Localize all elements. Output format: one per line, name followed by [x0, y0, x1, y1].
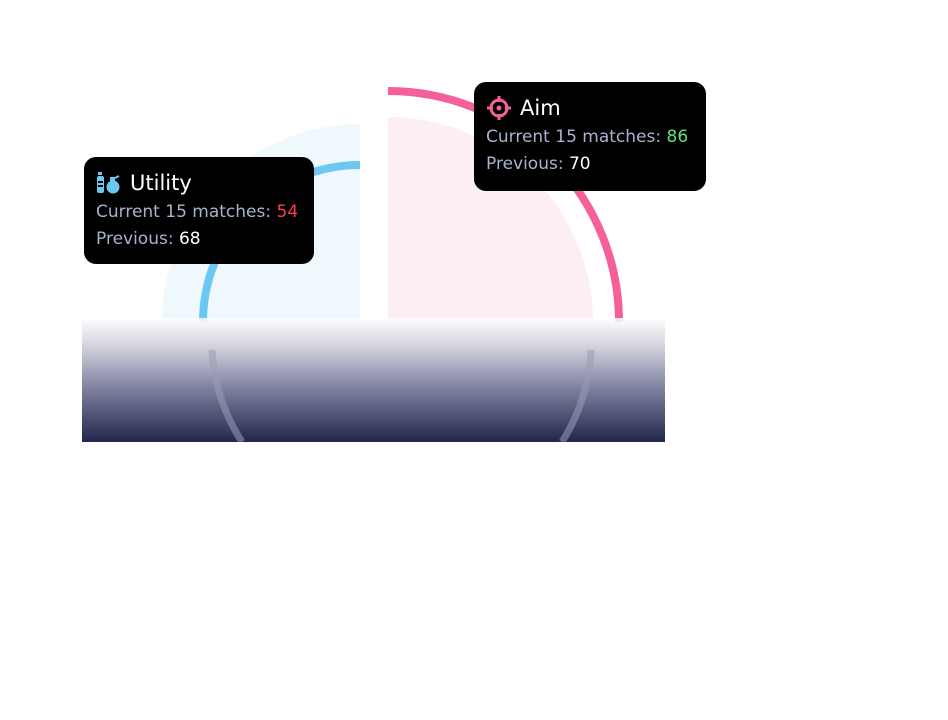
aim-fill-wedge[interactable] — [388, 117, 593, 322]
faded-lower-arcs — [208, 349, 595, 442]
aim-current-row: Current 15 matches: 86 — [486, 124, 694, 151]
aim-tooltip-header: Aim — [486, 92, 694, 124]
lower-arc-left — [208, 349, 245, 442]
utility-tooltip: Utility Current 15 matches: 54 Previous:… — [84, 157, 314, 264]
utility-previous-value: 68 — [178, 229, 201, 249]
utility-previous-label: Previous: — [96, 229, 174, 249]
utility-current-label: Current 15 matches: — [96, 202, 272, 222]
utility-current-row: Current 15 matches: 54 — [96, 199, 302, 226]
aim-previous-row: Previous: 70 — [486, 151, 694, 178]
crosshair-icon — [486, 95, 512, 121]
utility-current-value: 54 — [276, 202, 299, 222]
lower-arc-right — [559, 349, 595, 442]
aim-tooltip: Aim Current 15 matches: 86 Previous: 70 — [474, 82, 706, 191]
aim-tooltip-title: Aim — [520, 96, 561, 120]
grenade-utility-icon — [96, 170, 122, 196]
aim-previous-value: 70 — [568, 154, 591, 174]
aim-current-label: Current 15 matches: — [486, 127, 662, 147]
aim-current-value: 86 — [666, 127, 689, 147]
utility-previous-row: Previous: 68 — [96, 226, 302, 253]
utility-tooltip-title: Utility — [130, 171, 192, 195]
utility-tooltip-header: Utility — [96, 167, 302, 199]
chart-bottom-fade — [82, 318, 665, 442]
aim-previous-label: Previous: — [486, 154, 564, 174]
